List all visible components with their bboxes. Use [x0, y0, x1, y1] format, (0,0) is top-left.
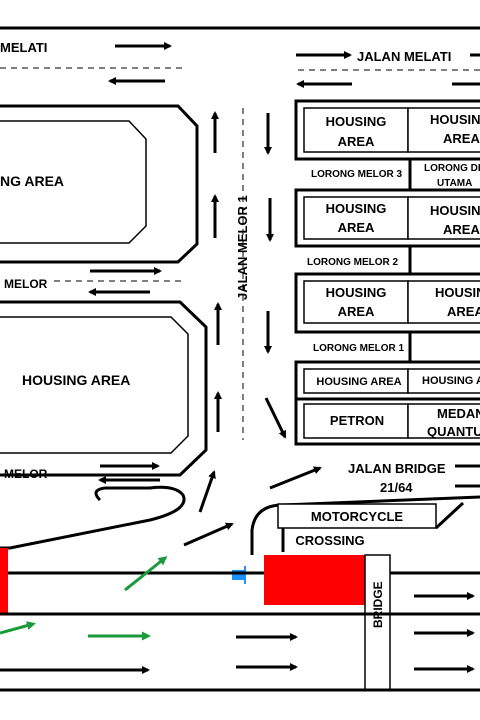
label-housing-area: HOUSING A	[422, 375, 480, 387]
label-area: AREA	[338, 134, 375, 149]
green-arrow-northeast	[124, 556, 168, 592]
label-lorong-melor-2: LORONG MELOR 2	[307, 257, 399, 268]
label-area: AREA	[338, 220, 375, 235]
label-area: AREA	[338, 304, 375, 319]
label-crossing: CROSSING	[295, 533, 364, 548]
label-housing-area: HOUSING AREA	[316, 376, 401, 388]
label-housing: HOUSIN	[435, 285, 480, 300]
label-lorong-melor-1: LORONG MELOR 1	[313, 343, 405, 354]
housing-cell	[407, 107, 480, 153]
housing-cell	[407, 368, 480, 394]
label-housing: HOUSIN	[430, 203, 480, 218]
blocked-zone-left	[0, 548, 8, 615]
arrow-southeast	[264, 397, 287, 439]
label-area: AREA	[443, 222, 480, 237]
housing-cell	[407, 280, 480, 324]
left-housing-inner-top	[0, 120, 147, 244]
label-left-housing-bottom: HOUSING AREA	[22, 372, 130, 388]
housing-cell	[407, 196, 480, 240]
label-housing: HOUSING	[326, 285, 387, 300]
label-lorong-de: LORONG DE	[424, 163, 480, 174]
label-petron: PETRON	[330, 413, 384, 428]
housing-cell	[303, 368, 409, 394]
green-arrow-east	[0, 621, 36, 635]
housing-cell	[303, 280, 409, 324]
label-bridge: BRIDGE	[371, 581, 385, 628]
label-melor-lower: MELOR	[4, 467, 48, 481]
label-housing: HOUSIN	[430, 112, 480, 127]
label-jalan-melor-1: JALAN MELOR 1	[235, 195, 250, 300]
arrow-northeast	[269, 466, 322, 490]
housing-cell	[303, 196, 409, 240]
label-motorcycle: MOTORCYCLE	[311, 509, 404, 524]
motorcycle-crossing-box	[277, 503, 437, 529]
label-housing: HOUSING	[326, 201, 387, 216]
label-jalan-bridge-number: 21/64	[380, 480, 413, 495]
label-jalan-melati-left: MELATI	[0, 40, 47, 55]
label-lorong-melor-3: LORONG MELOR 3	[311, 169, 403, 180]
flag-icon	[232, 570, 244, 580]
blocked-zone-right	[264, 555, 367, 605]
medan-cell	[407, 403, 480, 439]
label-area: AREA	[443, 131, 480, 146]
slip-road-curve	[0, 485, 186, 550]
label-left-housing-top: NG AREA	[0, 173, 64, 189]
left-housing-inner-bottom	[0, 316, 189, 454]
label-utama: UTAMA	[437, 178, 472, 189]
label-housing: HOUSING	[326, 114, 387, 129]
left-housing-block-top	[0, 104, 199, 264]
crossing-ramp	[434, 501, 465, 530]
arrow-northeast	[183, 522, 234, 547]
label-quantum: QUANTU	[427, 424, 480, 439]
label-area: AREA	[447, 304, 480, 319]
arrow-northeast	[198, 470, 216, 513]
label-jalan-melati-right: JALAN MELATI	[357, 49, 451, 64]
label-melor-upper: MELOR	[4, 277, 48, 291]
label-jalan-bridge: JALAN BRIDGE	[348, 461, 446, 476]
label-medan: MEDAN	[437, 406, 480, 421]
left-housing-block-bottom	[0, 300, 208, 477]
